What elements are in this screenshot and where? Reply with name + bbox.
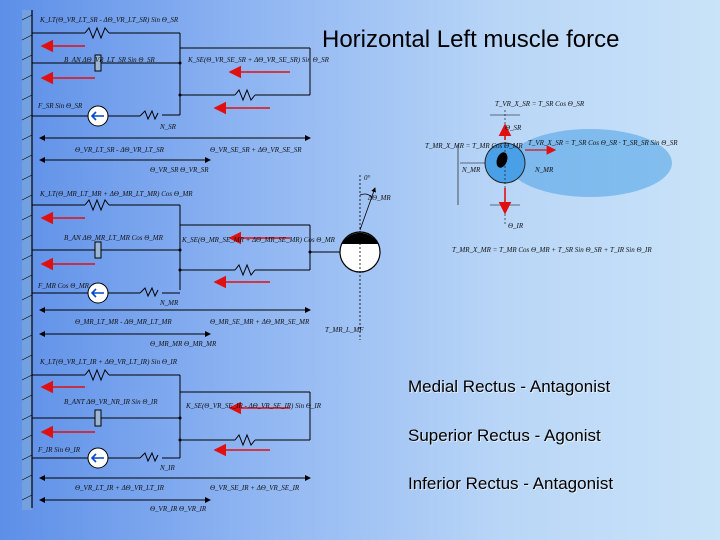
svg-text:Θ_VR_SR Θ_VR_SR: Θ_VR_SR Θ_VR_SR <box>150 166 209 174</box>
svg-text:B_ANT ΔΘ_VR_NR_IR Sin Θ_IR: B_ANT ΔΘ_VR_NR_IR Sin Θ_IR <box>64 398 158 406</box>
svg-text:Θ_MR_MR Θ_MR_MR: Θ_MR_MR Θ_MR_MR <box>150 340 217 348</box>
orbit-diagram <box>457 110 672 225</box>
svg-text:N_MR: N_MR <box>534 166 554 174</box>
svg-text:Θ_VR_LT_SR - ΔΘ_VR_LT_SR: Θ_VR_LT_SR - ΔΘ_VR_LT_SR <box>75 146 165 154</box>
svg-text:N_MR: N_MR <box>159 299 179 307</box>
svg-text:T_MR_X_MR = T_MR Cos Θ_MR + T_: T_MR_X_MR = T_MR Cos Θ_MR + T_SR Sin Θ_S… <box>452 246 652 254</box>
svg-text:Θ_MR_SE_MR + ΔΘ_MR_SE_MR: Θ_MR_SE_MR + ΔΘ_MR_SE_MR <box>210 318 310 326</box>
svg-text:K_LT(Θ_VR_LT_SR - ΔΘ_VR_LT_SR): K_LT(Θ_VR_LT_SR - ΔΘ_VR_LT_SR) Sin Θ_SR <box>39 16 179 24</box>
svg-text:Θ_SR: Θ_SR <box>505 124 522 132</box>
svg-text:F_SR Sin Θ_SR: F_SR Sin Θ_SR <box>37 102 83 110</box>
svg-text:K_SE(Θ_VR_SE_SR + ΔΘ_VR_SE_SR): K_SE(Θ_VR_SE_SR + ΔΘ_VR_SE_SR) Sin Θ_SR <box>187 56 330 64</box>
svg-text:T_MR_X_MR = T_MR Cos Θ_MR: T_MR_X_MR = T_MR Cos Θ_MR <box>425 142 523 150</box>
circuit-section-3 <box>32 368 311 503</box>
slide-title: Horizontal Left muscle force <box>322 26 620 53</box>
svg-text:B_AN ΔΘ_VR_LT_SR Sin Θ_SR: B_AN ΔΘ_VR_LT_SR Sin Θ_SR <box>64 56 155 64</box>
svg-text:Θ_VR_SE_SR + ΔΘ_VR_SE_SR: Θ_VR_SE_SR + ΔΘ_VR_SE_SR <box>210 146 302 154</box>
svg-text:Θ_VR_IR Θ_VR_IR: Θ_VR_IR Θ_VR_IR <box>150 505 207 513</box>
svg-text:K_LT(Θ_VR_LT_IR + ΔΘ_VR_LT_IR): K_LT(Θ_VR_LT_IR + ΔΘ_VR_LT_IR) Sin Θ_IR <box>39 358 178 366</box>
junction-node <box>178 61 312 442</box>
circuit-section-2 <box>32 198 342 337</box>
svg-text:K_SE(Θ_VR_SE_IR - ΔΘ_VR_SE_IR): K_SE(Θ_VR_SE_IR - ΔΘ_VR_SE_IR) Sin Θ_IR <box>185 402 322 410</box>
svg-text:T_MR_L_MF: T_MR_L_MF <box>325 326 364 334</box>
svg-text:K_LT(Θ_MR_LT_MR + ΔΘ_MR_LT_MR): K_LT(Θ_MR_LT_MR + ΔΘ_MR_LT_MR) Cos Θ_MR <box>39 190 193 198</box>
legend-superior-rectus: Superior Rectus - Agonist <box>408 426 601 445</box>
svg-text:F_IR Sin Θ_IR: F_IR Sin Θ_IR <box>37 446 81 454</box>
ground-rail <box>21 10 33 510</box>
svg-text:Θ_VR_LT_IR + ΔΘ_VR_LT_IR: Θ_VR_LT_IR + ΔΘ_VR_LT_IR <box>75 484 165 492</box>
svg-text:B_AN ΔΘ_MR_LT_MR Cos Θ_MR: B_AN ΔΘ_MR_LT_MR Cos Θ_MR <box>64 234 164 242</box>
circuit-section-1 <box>32 26 311 163</box>
svg-text:K_SE(Θ_MR_SE_MR + ΔΘ_MR_SE_MR): K_SE(Θ_MR_SE_MR + ΔΘ_MR_SE_MR) Cos Θ_MR <box>181 236 336 244</box>
svg-text:N_MR: N_MR <box>461 166 481 174</box>
svg-text:0°: 0° <box>364 174 371 182</box>
svg-text:Θ_IR: Θ_IR <box>508 222 524 230</box>
svg-text:ΔΘ_MR: ΔΘ_MR <box>367 194 391 202</box>
svg-text:T_VR_X_SR = T_SR Cos Θ_SR: T_VR_X_SR = T_SR Cos Θ_SR <box>495 100 585 108</box>
spring-icon <box>84 26 110 40</box>
svg-text:Θ_VR_SE_IR + ΔΘ_VR_SE_IR: Θ_VR_SE_IR + ΔΘ_VR_SE_IR <box>210 484 300 492</box>
eyeball-icon <box>339 175 381 340</box>
svg-text:N_SR: N_SR <box>159 123 177 131</box>
svg-text:F_MR Cos Θ_MR: F_MR Cos Θ_MR <box>37 282 90 290</box>
legend-medial-rectus: Medial Rectus - Antagonist <box>408 377 611 396</box>
svg-text:N_IR: N_IR <box>159 464 176 472</box>
legend-inferior-rectus: Inferior Rectus - Antagonist <box>408 474 614 493</box>
svg-text:T_VR_X_SR = T_SR Cos Θ_SR · T_: T_VR_X_SR = T_SR Cos Θ_SR · T_SR_SR Sin … <box>528 139 678 147</box>
svg-text:Θ_MR_LT_MR - ΔΘ_MR_LT_MR: Θ_MR_LT_MR - ΔΘ_MR_LT_MR <box>75 318 172 326</box>
